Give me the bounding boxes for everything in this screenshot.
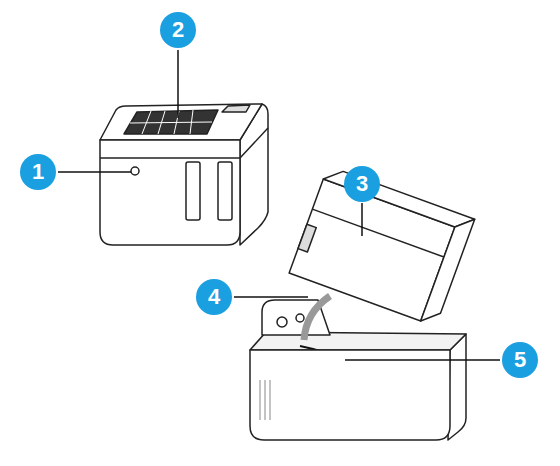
solar-panel [124,110,218,134]
solar-grid [130,110,212,134]
callout-number: 2 [172,19,184,41]
callout-circle: 4 [196,279,232,315]
device-front [100,140,240,245]
leader-line [58,171,131,173]
device-seam [100,157,240,159]
callout-circle: 1 [20,154,56,190]
leader-line [234,296,308,298]
device-top [100,104,262,140]
callout-circle: 3 [344,166,380,202]
leader-lines [58,50,500,360]
tray-front [250,350,450,440]
callout-number: 4 [208,286,220,308]
callout-number: 5 [514,349,526,371]
clip [218,162,232,220]
clip [186,162,200,220]
callout-number: 1 [32,161,44,183]
device-seam [240,128,268,158]
leader-line [361,203,363,236]
hinge-hole [277,317,287,327]
callout-circle: 5 [502,342,538,378]
top-control [222,105,250,112]
leader-line [177,50,179,118]
callout-number: 3 [356,173,368,195]
battery-block [289,166,475,326]
indicator-light [131,167,139,175]
callout-circle: 2 [160,12,196,48]
hinge-hole [296,314,304,322]
tray-vents [260,380,270,420]
leader-line [345,359,500,361]
cable [304,296,330,340]
